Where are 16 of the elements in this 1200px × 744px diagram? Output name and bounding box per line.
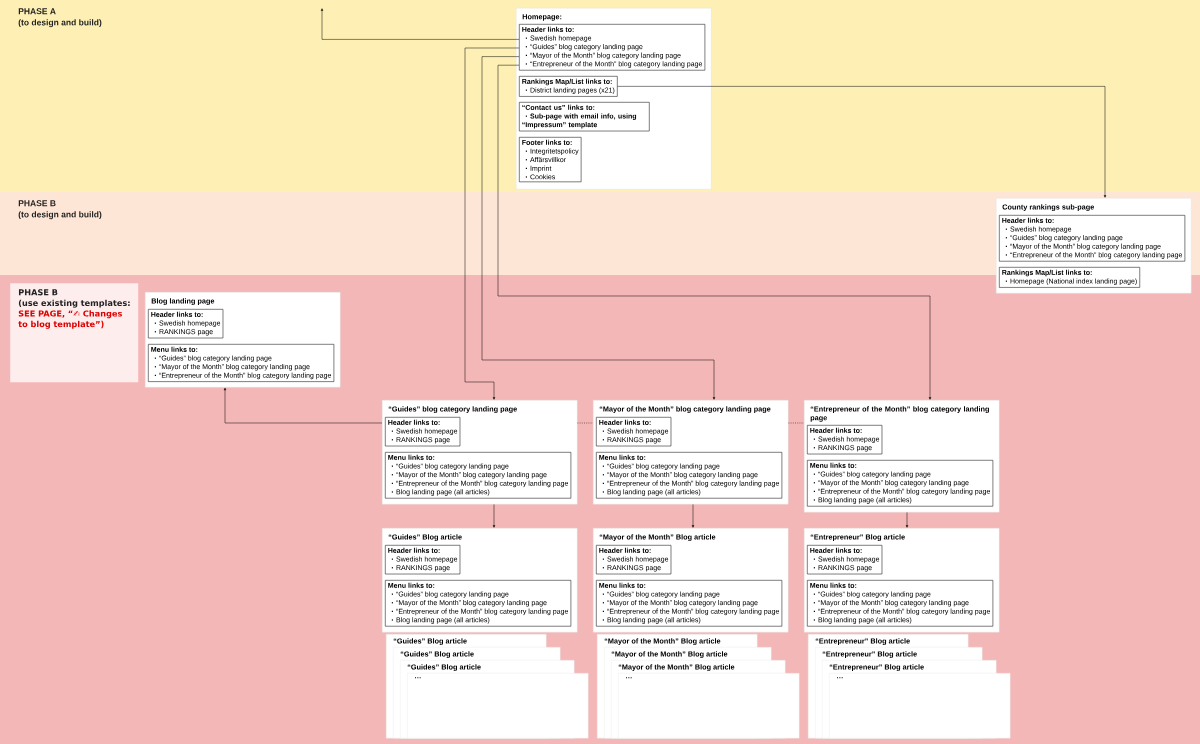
- arrow: [492, 504, 496, 528]
- arrow: [223, 387, 383, 424]
- arrow: [320, 8, 520, 40]
- phase-label: (to design and build): [18, 19, 102, 28]
- arrow: [497, 64, 932, 400]
- connector-line: [577, 422, 594, 424]
- phase-label: (to design and build): [18, 211, 102, 220]
- arrow: [617, 86, 1107, 198]
- arrow: [464, 47, 520, 400]
- arrow: [691, 504, 695, 528]
- phase-label: PHASE A: [18, 8, 56, 15]
- arrow: [481, 56, 716, 400]
- phase-label: PHASE B: [18, 200, 56, 207]
- note-box: PHASE B (use existing templates: SEE PAGE, “✍ Changes to blog template”): [10, 283, 139, 383]
- connector-line: [788, 422, 805, 424]
- arrow: [905, 512, 909, 528]
